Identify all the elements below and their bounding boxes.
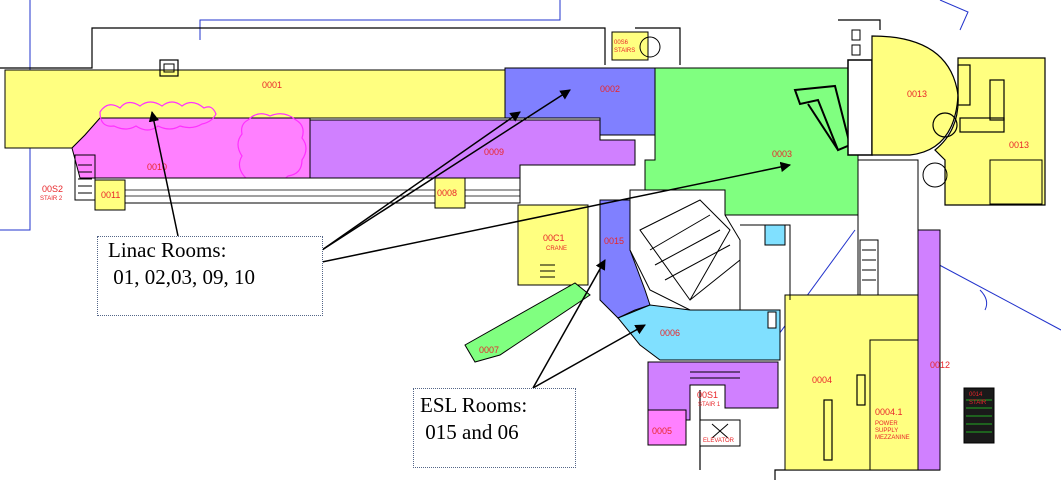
room-label-0013a: 0013 xyxy=(907,89,927,99)
mechanical-area xyxy=(740,159,919,300)
stair-00S2 xyxy=(74,154,96,201)
room-label-0008: 0008 xyxy=(437,188,457,198)
linac-rooms-callout: Linac Rooms: 01, 02,03, 09, 10 xyxy=(97,236,323,316)
room-label-0005: 0005 xyxy=(652,426,672,436)
room-0007 xyxy=(464,282,591,363)
room-label-00S6: 00S6 xyxy=(614,40,629,46)
room-0010 xyxy=(71,117,311,179)
room-label-00S2-sub: STAIR 2 xyxy=(40,196,63,202)
room-labels: 0001 0002 0003 0009 0010 0011 0008 0013 … xyxy=(40,40,1029,444)
stair-0003 xyxy=(793,84,852,152)
room-0001-fixture xyxy=(159,59,179,77)
elevator xyxy=(699,419,741,447)
linac-callout-title: Linac Rooms: xyxy=(108,238,227,262)
room-label-0010: 0010 xyxy=(147,162,167,172)
room-label-0004-1-sub2: SUPPLY xyxy=(875,428,898,434)
room-label-0004: 0004 xyxy=(812,375,832,385)
room-label-0014: 0014 xyxy=(969,392,983,398)
linac-callout-rooms: 01, 02,03, 09, 10 xyxy=(108,265,255,289)
room-label-00S2: 00S2 xyxy=(42,184,63,194)
room-00C1 xyxy=(517,204,589,286)
revision-clouds xyxy=(99,101,307,183)
room-00S6 xyxy=(611,31,649,61)
room-label-00S1-sub: STAIR 1 xyxy=(698,402,721,408)
arrow-linac-0009 xyxy=(321,111,521,251)
room-label-00S6-sub: STAIRS xyxy=(614,48,635,54)
room-0008 xyxy=(434,177,466,209)
room-label-0003: 0003 xyxy=(772,149,792,159)
room-label-0007: 0007 xyxy=(479,345,499,355)
room-label-elevator: ELEVATOR xyxy=(703,438,735,444)
room-label-0015: 0015 xyxy=(604,236,624,246)
room-label-0004-1-sub3: MEZZANINE xyxy=(875,435,910,441)
esl-callout-rooms: 015 and 06 xyxy=(420,420,519,444)
room-label-0012: 0012 xyxy=(930,360,950,370)
arrow-esl-0015 xyxy=(532,259,606,389)
room-label-0014-sub: STAIR xyxy=(969,400,987,406)
shielded-area xyxy=(629,189,741,311)
room-label-0004-1: 0004.1 xyxy=(875,407,903,417)
arrow-linac-0010 xyxy=(148,110,179,237)
esl-callout-title: ESL Rooms: xyxy=(420,393,528,417)
room-0009 xyxy=(309,119,636,179)
room-label-0013b: 0013 xyxy=(1009,140,1029,150)
callout-arrows xyxy=(148,89,792,389)
room-label-00S1: 00S1 xyxy=(697,390,718,400)
room-0004-1 xyxy=(869,339,919,471)
room-label-0004-1-sub1: POWER xyxy=(875,421,898,427)
room-0012 xyxy=(917,229,941,471)
room-label-00C1: 00C1 xyxy=(543,233,565,243)
arrow-linac-0003 xyxy=(321,161,792,263)
room-label-00C1-sub: CRANE xyxy=(546,246,567,252)
room-0014 xyxy=(963,387,995,444)
room-0005 xyxy=(647,409,687,446)
room-label-0001: 0001 xyxy=(262,80,282,90)
room-0006 xyxy=(617,304,781,361)
arrow-esl-0006 xyxy=(532,324,646,389)
room-label-0002: 0002 xyxy=(600,84,620,94)
room-label-0011: 0011 xyxy=(101,190,120,200)
room-label-0009: 0009 xyxy=(484,147,504,157)
stair-0013 xyxy=(932,64,1005,138)
esl-rooms-callout: ESL Rooms: 015 and 06 xyxy=(413,388,576,468)
room-label-0006: 0006 xyxy=(660,328,680,338)
arrow-linac-0002 xyxy=(321,89,571,251)
